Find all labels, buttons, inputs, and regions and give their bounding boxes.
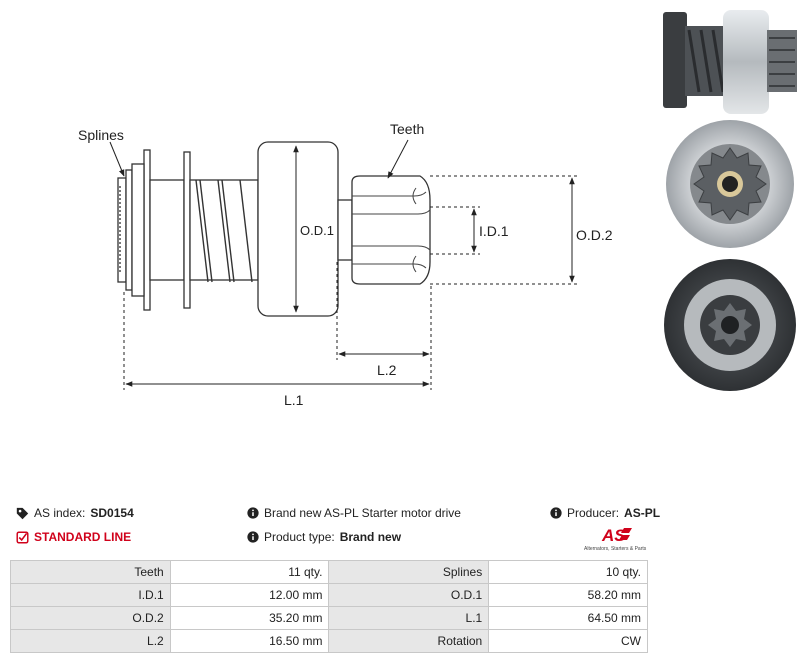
description-text: Brand new AS-PL Starter motor drive (264, 506, 461, 520)
spec-value: 12.00 mm (169, 583, 330, 607)
teeth-label: Teeth (390, 121, 424, 137)
checkbox-checked-icon (16, 530, 29, 544)
spec-label: L.1 (328, 606, 490, 630)
producer-label: Producer: (567, 506, 620, 520)
description-info: Brand new AS-PL Starter motor drive (247, 506, 461, 520)
standard-line-label: STANDARD LINE (34, 530, 132, 544)
table-row: I.D.1 12.00 mm O.D.1 58.20 mm (10, 583, 648, 607)
starter-drive-side-photo (663, 10, 797, 114)
id1-label: I.D.1 (479, 223, 509, 239)
technical-drawing: Splines Teeth O.D.1 I.D.1 O.D.2 L.2 L.1 (78, 121, 613, 408)
od2-label: O.D.2 (576, 227, 613, 243)
as-index-value: SD0154 (90, 506, 134, 520)
spec-table: Teeth 11 qty. Splines 10 qty. I.D.1 12.0… (10, 560, 648, 653)
product-type-value: Brand new (339, 530, 402, 544)
spec-label: Teeth (10, 560, 171, 584)
dimension-lines (109, 139, 578, 390)
spec-value: 58.20 mm (488, 583, 648, 607)
info-icon (247, 531, 259, 543)
spec-label: L.2 (10, 629, 171, 653)
starter-drive-back-photo (664, 259, 796, 391)
as-pl-logo: AS Alternators, Starters & Parts (584, 526, 647, 552)
gear-teeth-lines (352, 187, 431, 273)
info-icon (247, 507, 259, 519)
spec-label: Splines (328, 560, 490, 584)
spec-label: O.D.2 (10, 606, 171, 630)
table-row: O.D.2 35.20 mm L.1 64.50 mm (10, 606, 648, 630)
spec-value: 10 qty. (488, 560, 648, 584)
spec-value: 64.50 mm (488, 606, 648, 630)
producer-info: Producer: AS-PL (550, 506, 660, 520)
logo-mark: AS (601, 526, 626, 545)
od1-label: O.D.1 (300, 223, 334, 238)
spring-coils (195, 179, 253, 283)
table-row: Teeth 11 qty. Splines 10 qty. (10, 560, 648, 584)
product-type-info: Product type: Brand new (247, 530, 401, 544)
tag-icon (16, 507, 29, 519)
starter-drive-front-photo (666, 120, 794, 248)
logo-tagline: Alternators, Starters & Parts (584, 546, 647, 552)
l1-label: L.1 (284, 392, 304, 408)
spec-value: CW (488, 629, 648, 653)
spec-value: 35.20 mm (169, 606, 330, 630)
l2-label: L.2 (377, 362, 397, 378)
product-photos (663, 10, 797, 391)
spec-value: 11 qty. (169, 560, 330, 584)
table-row: L.2 16.50 mm Rotation CW (10, 629, 648, 653)
product-type-label: Product type: (264, 530, 335, 544)
producer-value: AS-PL (624, 506, 661, 520)
standard-line-badge: STANDARD LINE (16, 530, 131, 544)
as-index-info: AS index: SD0154 (16, 506, 134, 520)
spec-label: I.D.1 (10, 583, 171, 607)
info-icon (550, 507, 562, 519)
drive-outline (117, 141, 431, 317)
as-index-label: AS index: (34, 506, 86, 520)
spec-label: O.D.1 (328, 583, 490, 607)
spec-label: Rotation (328, 629, 490, 653)
spec-value: 16.50 mm (169, 629, 330, 653)
splines-label: Splines (78, 127, 124, 143)
